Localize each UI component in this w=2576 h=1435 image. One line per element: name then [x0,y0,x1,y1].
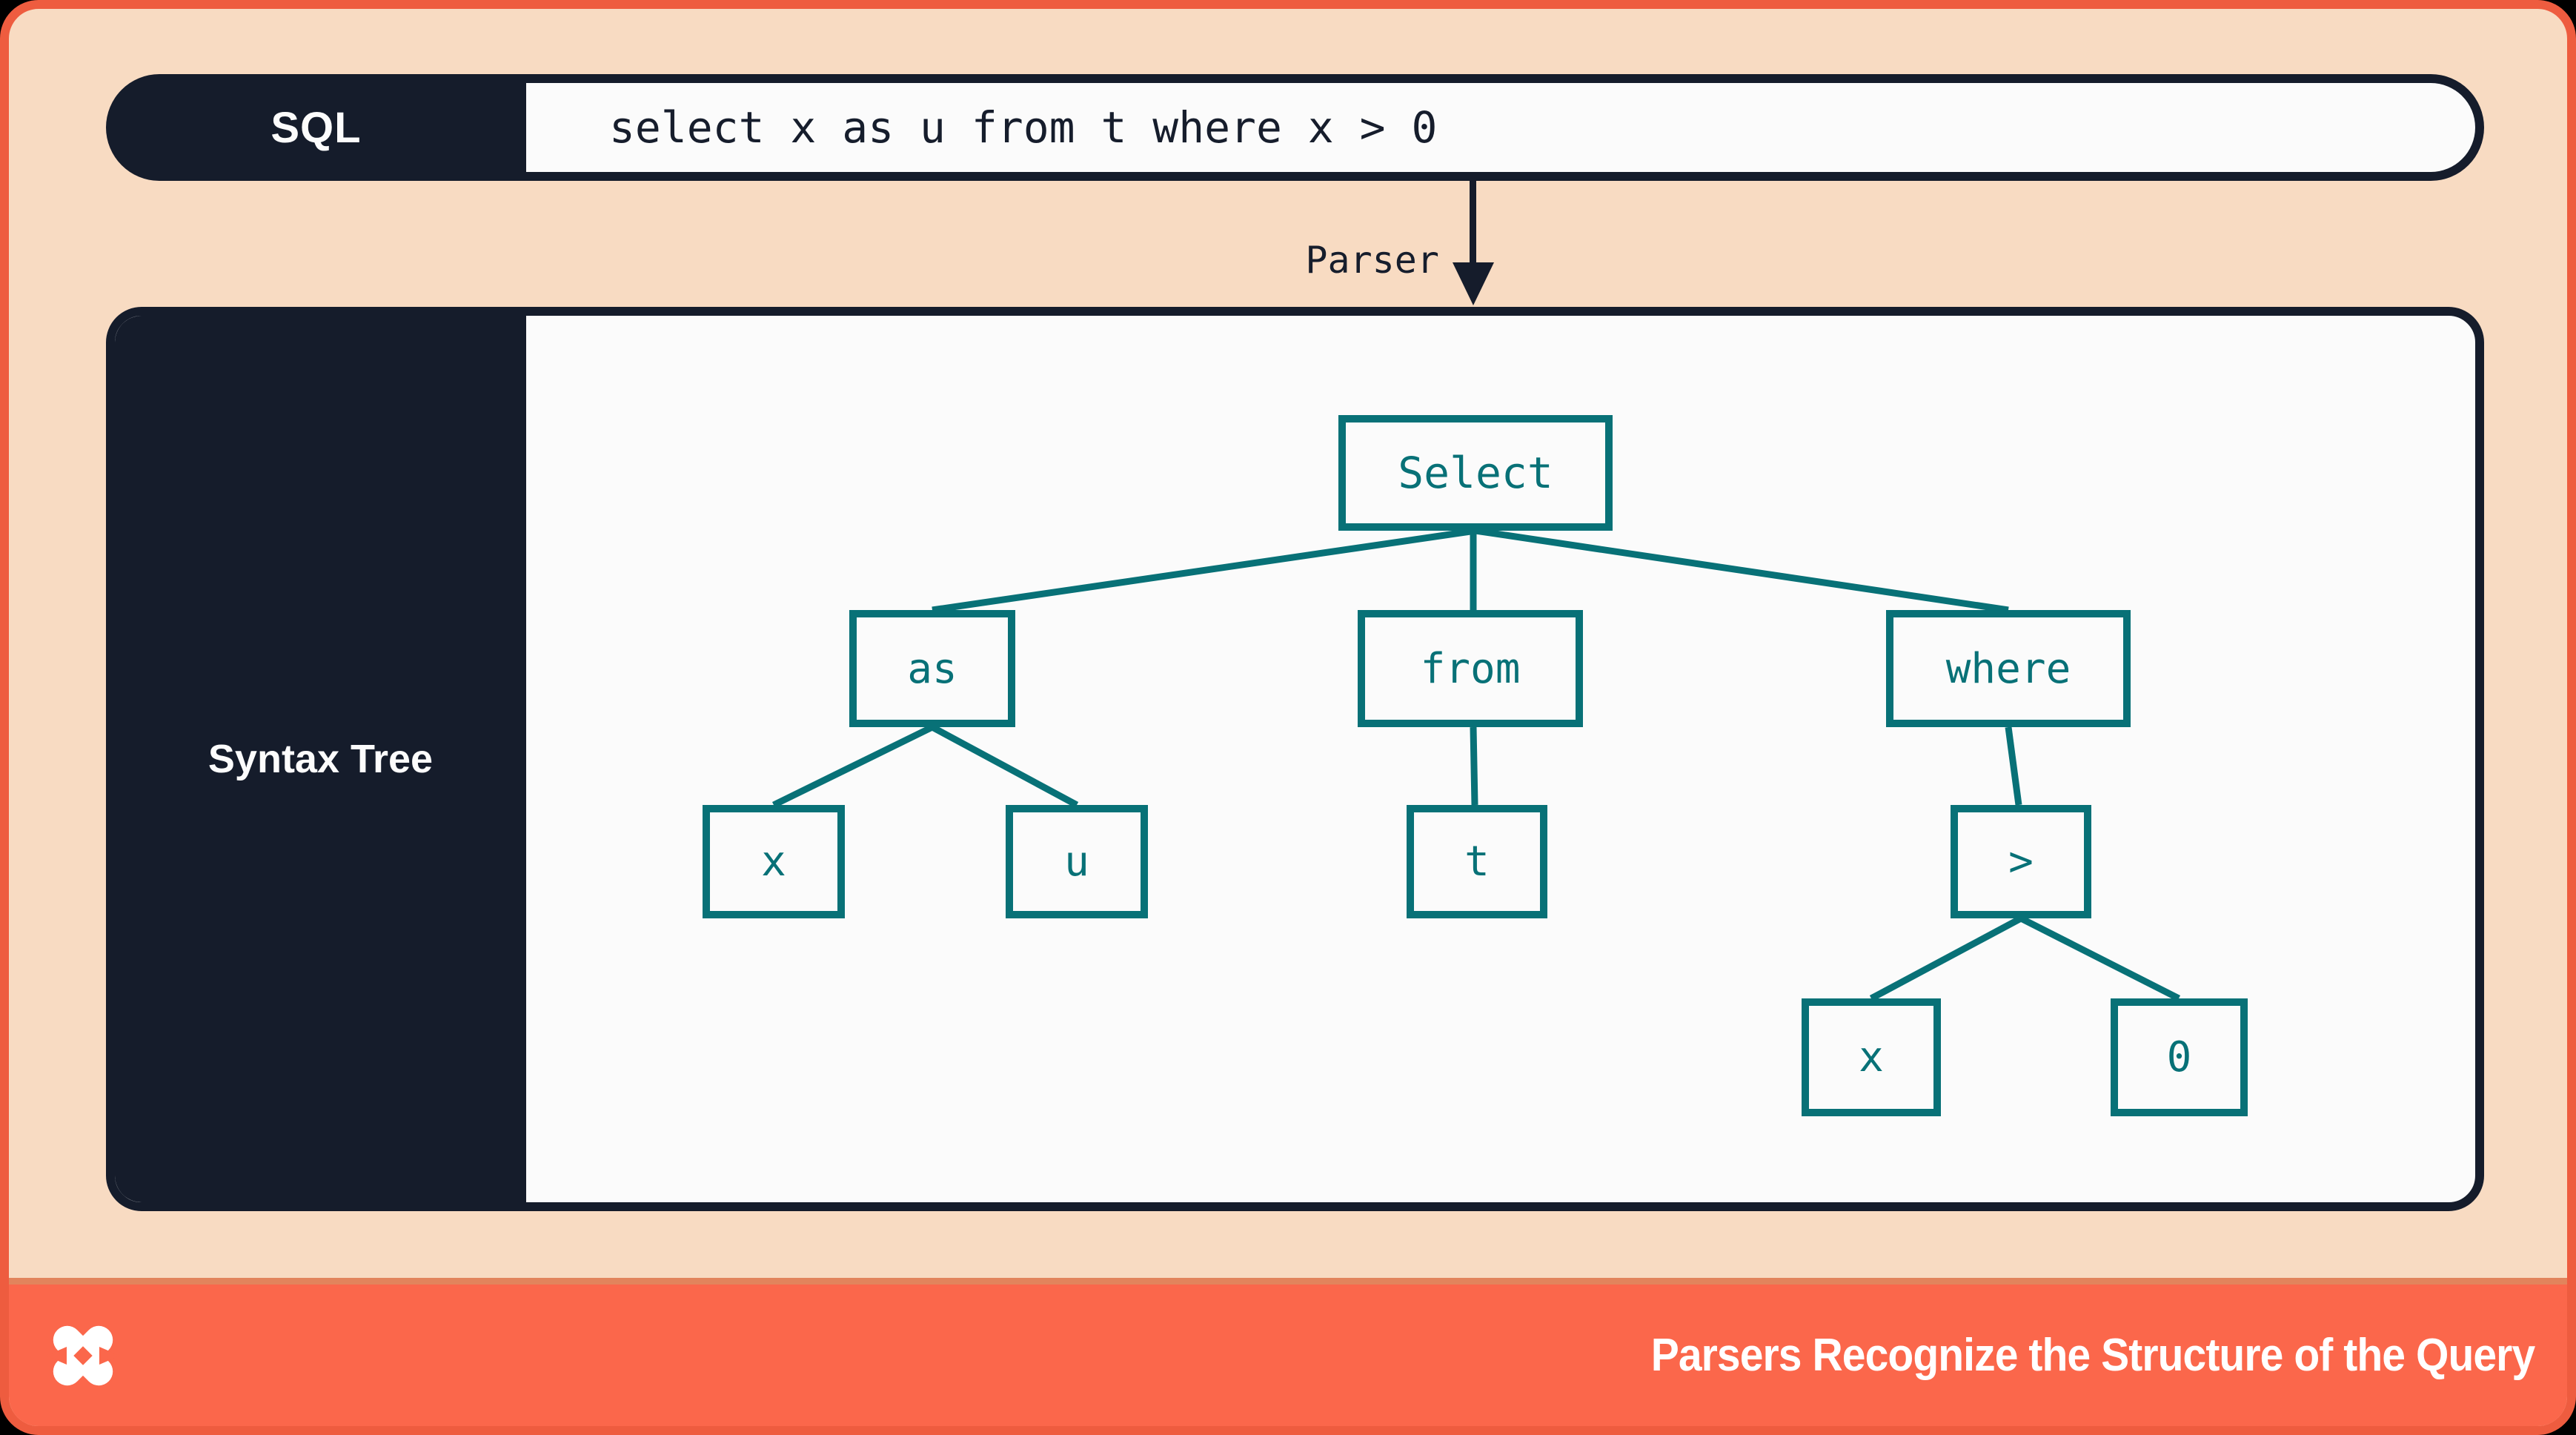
sql-query-text: select x as u from t where x > 0 [609,102,1438,153]
footer-bar: Parsers Recognize the Structure of the Q… [9,1278,2567,1426]
footer-title: Parsers Recognize the Structure of the Q… [1650,1330,2534,1381]
parser-arrow-head-icon [1453,262,1494,305]
tree-node-zero: 0 [2111,998,2248,1116]
syntax-tree-canvas: Select as from where x u t > x 0 [526,316,2475,1202]
tree-node-as: as [849,610,1015,727]
tree-node-x-alias: x [703,805,845,918]
sql-bar-label: SQL [270,103,362,152]
syntax-tree-panel: Syntax Tree Select as from where [106,307,2484,1211]
tree-node-select: Select [1338,415,1613,531]
tree-node-where: where [1886,610,2131,727]
syntax-tree-label: Syntax Tree [208,737,434,781]
sql-bar-body: select x as u from t where x > 0 [526,83,2475,172]
sql-bar: SQL select x as u from t where x > 0 [106,74,2484,181]
tree-edges [772,527,2181,1002]
tree-node-u: u [1006,805,1148,918]
tree-node-x-cond: x [1802,998,1941,1116]
parser-arrow-line [1470,181,1476,271]
syntax-tree-sidebar: Syntax Tree [115,316,526,1202]
dolt-pinwheel-logo-icon [46,1325,120,1386]
tree-node-from: from [1358,610,1583,727]
parser-label: Parser [1305,239,1439,282]
tree-node-t: t [1407,805,1547,918]
tree-node-greater-than: > [1951,805,2091,918]
